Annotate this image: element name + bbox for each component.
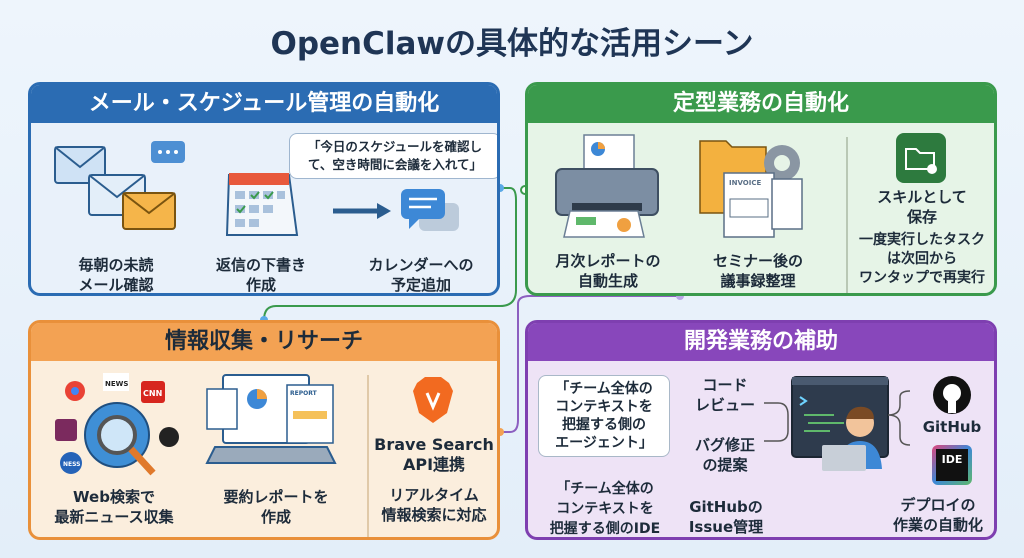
brave-title: Brave Search API連携: [374, 435, 494, 474]
skill-folder-gear-icon: [896, 133, 946, 183]
ness-badge: NESS: [63, 461, 81, 468]
research-panel: 情報収集・リサーチ NEWS CNN NESS REPORT Brave Sea…: [28, 320, 500, 540]
ide-icon: IDE: [932, 445, 972, 485]
item-label: 要約レポートを 作成: [223, 488, 329, 526]
item-label: Web検索で 最新ニュース収集: [54, 488, 174, 526]
page-title: OpenClawの具体的な活用シーン: [270, 26, 754, 62]
routine-work-panel: 定型業務の自動化 INVOICE 月次レポートの 自動生成 セミナー後の 議事録…: [525, 82, 997, 296]
chat-icon: [401, 189, 459, 231]
skill-title: スキルとして 保存: [877, 188, 967, 226]
quote-text: 「チーム全体の コンテキストを 把握する側のIDE: [549, 481, 661, 537]
deploy-label: デプロイの 作業の自動化: [892, 496, 983, 534]
dev-support-panel: 開発業務の補助 「チーム全体の コンテキストを 把握する側の エージェント」 「…: [525, 320, 997, 540]
divider: [367, 375, 369, 537]
panel-title: 開発業務の補助: [528, 323, 994, 361]
task-code-review: コード レビュー: [694, 376, 755, 414]
brave-description: リアルタイム 情報検索に対応: [381, 486, 487, 524]
laptop-report-icon: REPORT: [205, 374, 337, 464]
report-badge: REPORT: [290, 390, 318, 397]
item-label: セミナー後の 議事録整理: [712, 252, 803, 290]
task-github-issue: GitHubの Issue管理: [688, 498, 764, 536]
calendar-icon: [225, 173, 299, 236]
invoice-text: INVOICE: [729, 179, 761, 187]
cnn-badge: CNN: [143, 389, 162, 398]
speech-bubble: 「今日のスケジュールを確認して、空き時間に会議を入れて」: [289, 133, 497, 179]
globe-search-icon: NEWS CNN NESS: [55, 373, 179, 476]
speech-bubble: 「チーム全体の コンテキストを 把握する側の エージェント」: [538, 375, 670, 457]
panel-title: 情報収集・リサーチ: [31, 323, 497, 361]
envelopes-icon: [54, 141, 185, 230]
github-label: GitHub: [922, 418, 982, 436]
item-label: 月次レポートの 自動生成: [555, 252, 661, 290]
skill-description: 一度実行したタスク は次回から ワンタップで再実行: [859, 232, 985, 286]
panel-title: 定型業務の自動化: [528, 85, 994, 123]
developer-icon: [764, 376, 911, 471]
item-label: カレンダーへの 予定追加: [368, 256, 474, 294]
arrow-right-icon: [333, 203, 391, 219]
brave-lion-icon: [413, 377, 453, 423]
github-logo-icon: [933, 376, 971, 414]
item-label: 毎朝の未読 メール確認: [78, 256, 154, 294]
mail-schedule-panel: メール・スケジュール管理の自動化 「今日のスケジュールを確認して、空き時間に会議…: [28, 82, 500, 296]
news-badge: NEWS: [105, 380, 128, 388]
task-bug-fix: バグ修正 の提案: [694, 436, 755, 474]
printer-icon: [555, 134, 659, 238]
documents-gear-icon: INVOICE: [699, 140, 803, 238]
ide-label: IDE: [936, 449, 968, 481]
item-label: 返信の下書き 作成: [215, 256, 306, 294]
divider: [846, 137, 848, 293]
panel-title: メール・スケジュール管理の自動化: [31, 85, 497, 123]
